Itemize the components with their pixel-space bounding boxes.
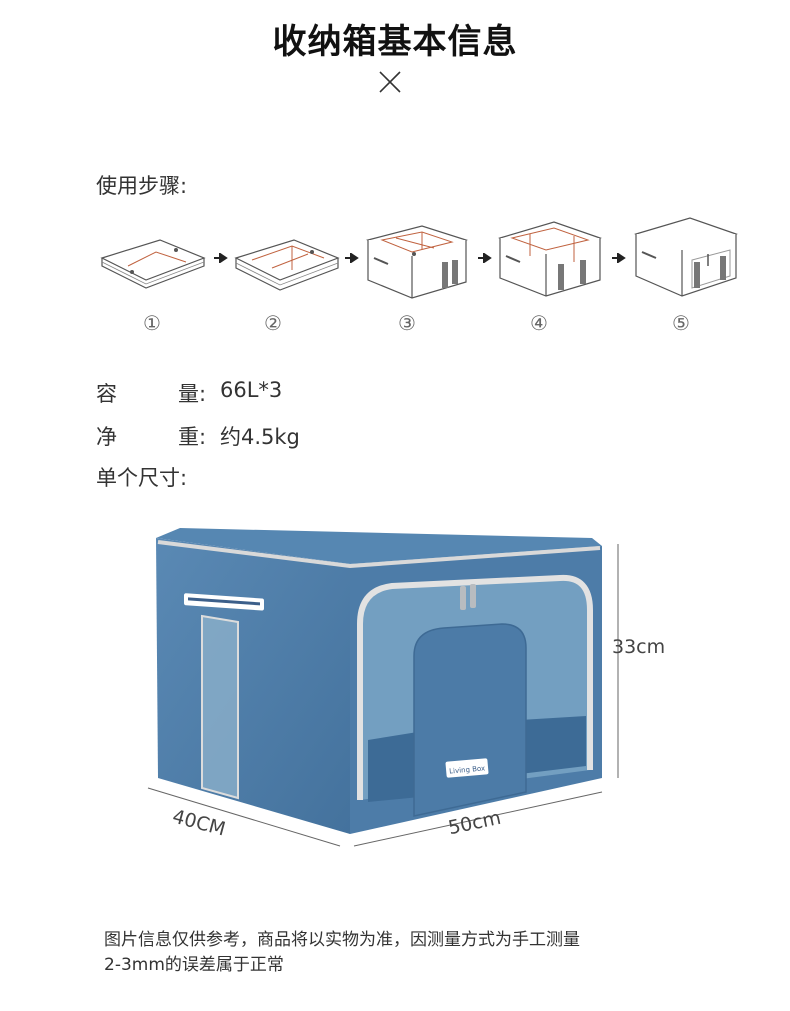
note-line: 2-3mm的误差属于正常 [104, 955, 284, 975]
open-box-icon [498, 221, 602, 297]
step-number: ④ [530, 311, 548, 335]
page-title: 收纳箱基本信息 [272, 22, 518, 62]
step-number: ② [264, 311, 282, 335]
storage-box-image: Living Box [147, 528, 619, 847]
note-line: 图片信息仅供参考，商品将以实物为准，因测量方式为手工测量 [104, 930, 580, 950]
step-number: ⑤ [672, 311, 690, 335]
half-open-box-icon [365, 225, 469, 299]
box-tag: Living Box [449, 764, 486, 775]
close-icon [379, 71, 401, 93]
spec-key: 容 [96, 382, 117, 406]
spec-value: 约4.5kg [220, 425, 300, 449]
step-number: ① [143, 311, 161, 335]
disclaimer-note: 图片信息仅供参考，商品将以实物为准，因测量方式为手工测量 2-3mm的误差属于正… [104, 928, 704, 978]
usage-steps: ① ② ③ ④ ⑤ [0, 210, 790, 340]
spec-key: 重: [178, 425, 207, 449]
spec-key: 量: [178, 382, 207, 406]
spec-key: 净 [96, 425, 117, 449]
folded-box-icon [100, 239, 206, 289]
arrow-right-icon [345, 253, 359, 263]
arrow-right-icon [612, 253, 626, 263]
dimension-height: 33cm [612, 636, 666, 658]
steps-label: 使用步骤: [96, 174, 188, 198]
spec-value: 66L*3 [220, 378, 283, 402]
closed-box-icon [634, 217, 738, 297]
arrow-right-icon [214, 253, 228, 263]
arrow-right-icon [478, 253, 492, 263]
size-label: 单个尺寸: [96, 466, 188, 490]
unfolding-box-icon [234, 239, 340, 291]
step-number: ③ [398, 311, 416, 335]
